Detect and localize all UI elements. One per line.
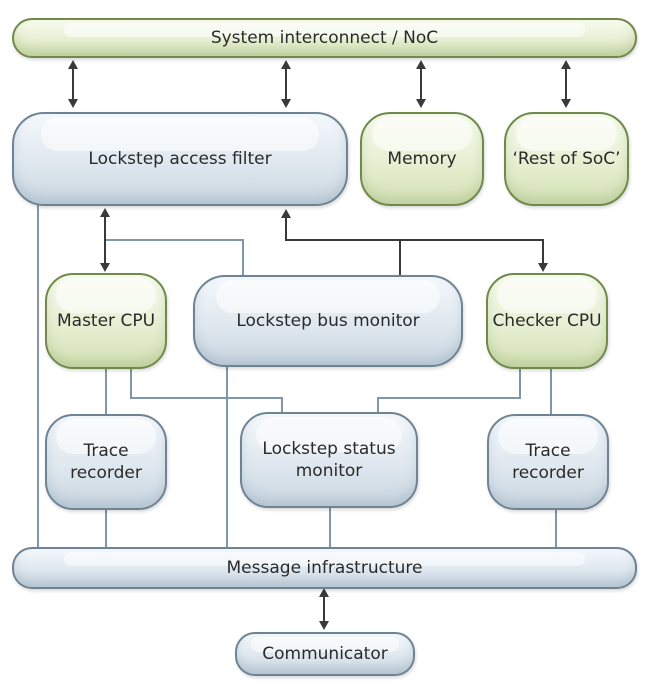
communicator-label: Communicator [262, 643, 388, 664]
status-monitor-block: Lockstep status monitor [240, 412, 418, 508]
memory-label: Memory [387, 148, 457, 169]
wire-checker-to-status [377, 368, 521, 412]
trace-recorder-right-block: Trace recorder [487, 414, 609, 510]
checker-cpu-block: Checker CPU [486, 273, 608, 369]
bus-monitor-label: Lockstep bus monitor [236, 310, 420, 331]
status-monitor-label: Lockstep status monitor [262, 438, 396, 481]
master-cpu-block: Master CPU [45, 273, 167, 369]
rest-of-soc-label: ‘Rest of SoC’ [512, 148, 621, 169]
trace-recorder-left-block: Trace recorder [45, 414, 167, 510]
wire-filter-to-busmonitor [105, 239, 244, 275]
message-infrastructure-label: Message infrastructure [226, 557, 423, 578]
access-filter-block: Lockstep access filter [12, 112, 348, 206]
arrow-filter-checker [281, 209, 548, 272]
memory-block: Memory [360, 112, 484, 206]
bus-monitor-block: Lockstep bus monitor [193, 275, 463, 367]
master-cpu-label: Master CPU [56, 310, 156, 331]
trace-recorder-left-label: Trace recorder [70, 440, 142, 483]
trace-recorder-right-label: Trace recorder [512, 440, 584, 483]
communicator-block: Communicator [235, 632, 415, 676]
checker-cpu-label: Checker CPU [492, 310, 602, 331]
message-infrastructure-block: Message infrastructure [12, 547, 637, 589]
access-filter-label: Lockstep access filter [88, 148, 272, 169]
noc-label: System interconnect / NoC [210, 27, 439, 48]
rest-of-soc-block: ‘Rest of SoC’ [504, 112, 629, 206]
wire-master-to-status [130, 368, 283, 412]
noc-block: System interconnect / NoC [12, 18, 637, 58]
